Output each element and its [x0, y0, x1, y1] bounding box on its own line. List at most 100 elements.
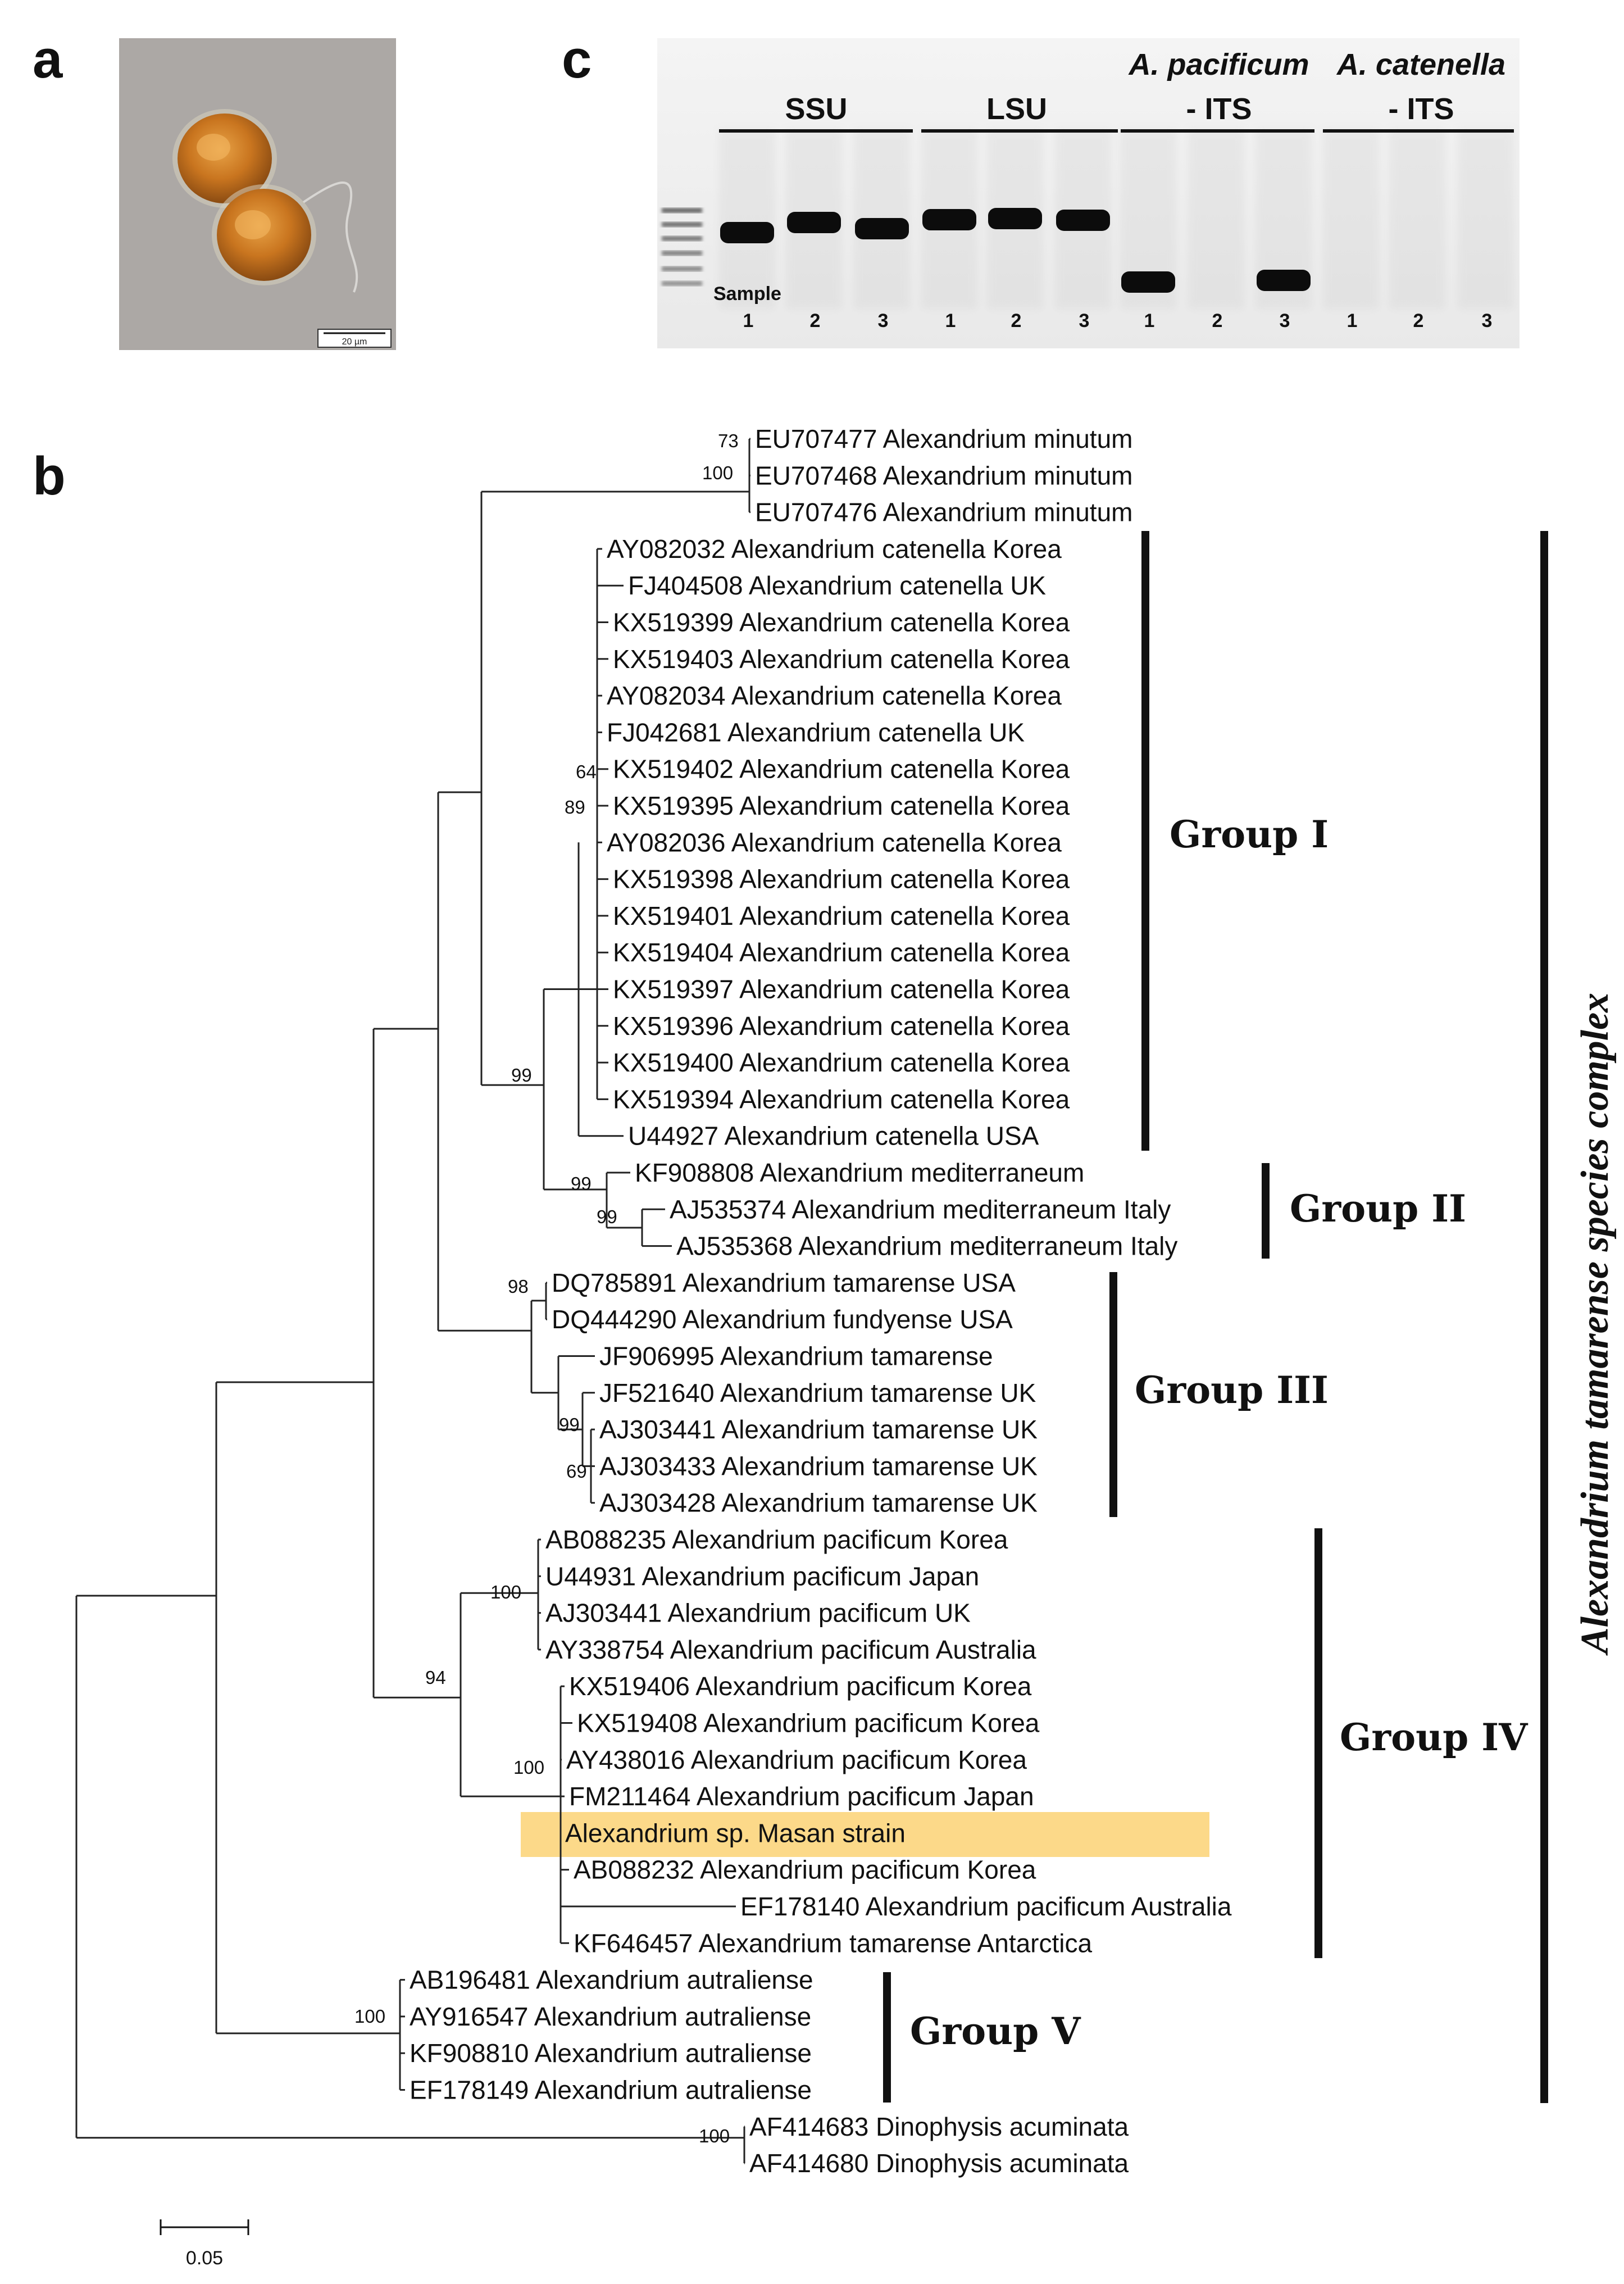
phylogenetic-tree: [75, 438, 750, 2164]
taxon-label: KX519402 Alexandrium catenella Korea: [613, 755, 1070, 784]
gel-band: [988, 208, 1042, 229]
taxon-label: KX519406 Alexandrium pacificum Korea: [569, 1672, 1032, 1701]
species-complex-label: Alexandrium tamarense species complex: [1573, 993, 1617, 1656]
gel-band: [855, 218, 909, 239]
taxon-label: AY916547 Alexandrium autraliense: [410, 2002, 811, 2031]
gel-band: [1121, 271, 1175, 293]
group-bar-4: [1314, 1528, 1322, 1958]
taxon-label: JF906995 Alexandrium tamarense: [599, 1342, 993, 1371]
taxon-label: JF521640 Alexandrium tamarense UK: [599, 1378, 1036, 1407]
taxon-label: AB088232 Alexandrium pacificum Korea: [574, 1855, 1036, 1885]
micrograph-scale-label: 20 µm: [342, 337, 367, 347]
bootstrap-value: 64: [576, 761, 597, 782]
masan-highlight: [521, 1812, 1209, 1857]
group-bar-1: [1141, 531, 1149, 1151]
gel-lane-number: 2: [810, 310, 821, 332]
taxon-label: AY338754 Alexandrium pacificum Australia: [545, 1635, 1036, 1664]
micrograph: 20 µm: [119, 38, 396, 350]
gel-header-catenella: A. catenella: [1336, 48, 1505, 81]
taxon-label: KX519396 Alexandrium catenella Korea: [613, 1011, 1070, 1041]
gel-lane-number: 1: [945, 310, 956, 332]
bootstrap-value: 100: [702, 462, 733, 483]
gel-lane-number: 1: [743, 310, 754, 332]
cell-1: [178, 113, 272, 203]
taxon-label: EU707468 Alexandrium minutum: [755, 461, 1132, 490]
bootstrap-value: 100: [513, 1757, 544, 1778]
gel-band: [1056, 210, 1110, 231]
group-bar-3: [1109, 1272, 1117, 1517]
bootstrap-value: 69: [566, 1461, 587, 1482]
bootstrap-value: 100: [699, 2126, 730, 2146]
taxon-label: EU707477 Alexandrium minutum: [755, 424, 1132, 453]
taxon-label: AY082032 Alexandrium catenella Korea: [607, 534, 1062, 564]
taxon-label: KF908810 Alexandrium autraliense: [410, 2038, 812, 2068]
taxon-label: EF178149 Alexandrium autraliense: [410, 2076, 812, 2105]
taxon-label: AB196481 Alexandrium autraliense: [410, 1965, 813, 1995]
taxon-label: AB088235 Alexandrium pacificum Korea: [545, 1525, 1008, 1554]
gel-lane-number: 3: [1280, 310, 1290, 332]
group-label-4: Group IV: [1340, 1715, 1529, 1759]
gel-lane-number: 3: [878, 310, 889, 332]
gel-band: [787, 212, 841, 233]
gel-lane-number: 3: [1482, 310, 1493, 332]
gel-header-catenella-its: - ITS: [1389, 92, 1454, 126]
bootstrap-value: 99: [559, 1414, 580, 1435]
taxon-label: DQ444290 Alexandrium fundyense USA: [552, 1305, 1013, 1334]
species-complex-bar: [1540, 531, 1548, 2103]
taxon-label: KX519403 Alexandrium catenella Korea: [613, 644, 1070, 674]
bootstrap-value: 98: [508, 1276, 529, 1297]
taxon-label: U44927 Alexandrium catenella USA: [628, 1121, 1039, 1151]
gel-band: [922, 209, 976, 230]
taxon-label: AJ303433 Alexandrium tamarense UK: [599, 1451, 1038, 1481]
taxon-label: AJ303441 Alexandrium tamarense UK: [599, 1415, 1038, 1444]
taxon-label: AY438016 Alexandrium pacificum Korea: [566, 1745, 1027, 1774]
group-bar-5: [883, 1972, 891, 2103]
taxon-label: AJ303441 Alexandrium pacificum UK: [545, 1599, 971, 1628]
taxon-label: FM211464 Alexandrium pacificum Japan: [569, 1782, 1034, 1811]
bootstrap-value: 99: [597, 1206, 617, 1227]
group-label-2: Group II: [1290, 1187, 1466, 1230]
taxon-label: FJ404508 Alexandrium catenella UK: [628, 571, 1046, 600]
bootstrap-value: 99: [511, 1065, 532, 1086]
tree-scale-bar: 0.05: [160, 2219, 249, 2269]
gel-header-lsu: LSU: [986, 92, 1047, 126]
taxon-label-masan-strain: Alexandrium sp. Masan strain: [565, 1818, 906, 1847]
gel-ladder: [662, 208, 702, 286]
group-label-1: Group I: [1170, 812, 1329, 856]
bootstrap-value: 94: [425, 1667, 446, 1688]
bootstrap-value: 89: [565, 797, 585, 818]
gel-header-pacificum: A. pacificum: [1127, 48, 1309, 81]
bootstrap-value: 99: [571, 1173, 592, 1194]
bootstrap-value: 73: [718, 430, 739, 451]
group-bar-2: [1262, 1163, 1270, 1259]
taxon-label: KX519398 Alexandrium catenella Korea: [613, 865, 1070, 894]
gel-band: [1257, 270, 1311, 291]
taxon-label: KF646457 Alexandrium tamarense Antarctic…: [574, 1928, 1092, 1958]
bootstrap-value: 100: [354, 2006, 385, 2027]
taxon-label: U44931 Alexandrium pacificum Japan: [545, 1561, 979, 1591]
taxon-label: AY082034 Alexandrium catenella Korea: [607, 681, 1062, 710]
panel-label-c: c: [562, 29, 592, 89]
gel-lane-number: 1: [1347, 310, 1358, 332]
gel-lane-number: 2: [1212, 310, 1223, 332]
taxon-label: KX519394 Alexandrium catenella Korea: [613, 1084, 1070, 1114]
taxon-label: KX519404 Alexandrium catenella Korea: [613, 938, 1070, 967]
group-label-3: Group III: [1135, 1368, 1329, 1412]
gel-lane-number: 3: [1079, 310, 1090, 332]
tree-scale-label: 0.05: [186, 2247, 223, 2269]
gel-sample-label: Sample: [713, 283, 781, 305]
gel-lane-number: 2: [1413, 310, 1424, 332]
taxon-label: AJ535368 Alexandrium mediterraneum Italy: [676, 1232, 1177, 1261]
taxon-label: KX519400 Alexandrium catenella Korea: [613, 1048, 1070, 1077]
taxon-label: AF414680 Dinophysis acuminata: [749, 2149, 1129, 2178]
gel-lane-number: 1: [1144, 310, 1155, 332]
gel-image: SSU LSU A. pacificum - ITS A. catenella …: [657, 38, 1520, 348]
taxon-label: EU707476 Alexandrium minutum: [755, 498, 1132, 527]
taxon-label: KF908808 Alexandrium mediterraneum: [635, 1158, 1084, 1187]
taxon-label: EF178140 Alexandrium pacificum Australia: [740, 1892, 1232, 1921]
taxon-label: AF414683 Dinophysis acuminata: [749, 2112, 1129, 2141]
taxon-label: DQ785891 Alexandrium tamarense USA: [552, 1268, 1016, 1297]
taxon-label: KX519397 Alexandrium catenella Korea: [613, 975, 1070, 1004]
